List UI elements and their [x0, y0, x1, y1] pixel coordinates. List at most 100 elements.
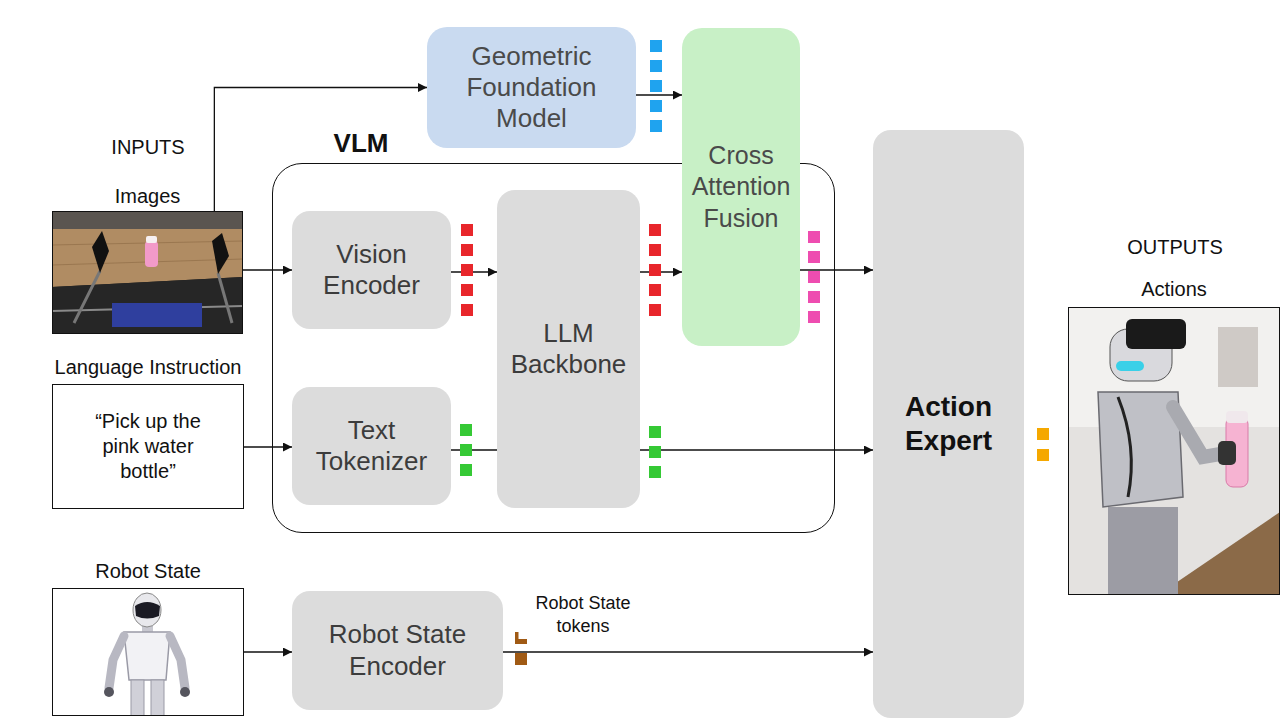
- robot-gripper: [212, 233, 229, 274]
- image-frame: Robot State: [52, 588, 244, 716]
- token-square: [460, 464, 472, 476]
- node-label: Vision Encoder: [302, 239, 441, 301]
- robot-arm: [109, 636, 124, 688]
- token-square: [650, 60, 662, 72]
- bottle-cap: [1226, 411, 1248, 423]
- token-square: [460, 424, 472, 436]
- flow-arrow: [244, 446, 292, 447]
- pink-bottle: [145, 241, 158, 267]
- robot-visor: [135, 602, 160, 619]
- token-square: [650, 120, 662, 132]
- flow-arrow: [640, 449, 873, 450]
- token-square: [649, 426, 661, 438]
- token-square: [808, 231, 820, 243]
- token-square: [515, 653, 527, 665]
- token-square: [649, 224, 661, 236]
- token-square: [460, 444, 472, 456]
- node-label: Action Expert: [883, 390, 1014, 457]
- robot-arm: [74, 271, 100, 323]
- scene-table: [52, 229, 243, 287]
- scene-background: [52, 211, 243, 334]
- token-square: [650, 40, 662, 52]
- robot-eye-light: [1116, 361, 1144, 371]
- robot-cable: [1118, 397, 1131, 497]
- token-square: [1037, 428, 1049, 440]
- robot-hand: [104, 687, 114, 697]
- robot-leg: [131, 680, 144, 716]
- token-square: [649, 304, 661, 316]
- token-square: [649, 244, 661, 256]
- token-square: [1037, 449, 1049, 461]
- robot-torso: [124, 632, 170, 680]
- robot-gripper: [92, 231, 109, 273]
- camera-image: [52, 211, 243, 334]
- node-label: “Pick up the pink water bottle”: [75, 409, 221, 484]
- token-square: [461, 224, 473, 236]
- token-square: [461, 284, 473, 296]
- model-box: Geometric Foundation Model: [427, 27, 636, 148]
- robot-base: [112, 303, 202, 327]
- token-square: [461, 244, 473, 256]
- edge-label: Robot State tokens: [519, 592, 648, 639]
- node-label: LLM Backbone: [507, 318, 630, 380]
- token-square: [808, 311, 820, 323]
- action-tokens: [1037, 428, 1049, 461]
- node-label: Text Tokenizer: [302, 415, 441, 477]
- tokenizer-box: Text Tokenizer: [292, 387, 451, 505]
- flow-arrow: [503, 651, 873, 652]
- section-label: INPUTS: [111, 136, 184, 159]
- robot-arm: [170, 636, 185, 688]
- token-square: [808, 271, 820, 283]
- robot-leg: [151, 680, 164, 716]
- robot-arm: [218, 273, 232, 323]
- flow-arrow: [243, 269, 292, 270]
- token-square: [650, 100, 662, 112]
- section-label: OUTPUTS: [1127, 236, 1223, 259]
- image-background: [1068, 307, 1280, 595]
- flow-arrow: [636, 94, 682, 95]
- robot-lower-body: [1108, 507, 1178, 595]
- flow-arrow: [214, 88, 427, 212]
- bottle-cap: [146, 236, 157, 243]
- flow-arrow: [244, 651, 292, 652]
- token-square: [650, 80, 662, 92]
- fusion-box: Cross Attention Fusion: [682, 28, 800, 346]
- action-image: [1068, 307, 1280, 595]
- robot-hand: [180, 687, 190, 697]
- robot-image: [52, 588, 244, 716]
- heading-label: VLM: [334, 128, 389, 159]
- image-frame: Images: [52, 211, 243, 334]
- node-label: Cross Attention Fusion: [688, 140, 794, 234]
- token-square: [649, 466, 661, 478]
- token-square: [461, 264, 473, 276]
- token-square: [649, 446, 661, 458]
- blurred-object: [1218, 327, 1258, 387]
- heading-label: Robot State: [95, 559, 201, 583]
- node-label: Robot State Encoder: [302, 619, 493, 681]
- scene-floor: [52, 277, 243, 334]
- scene-wall: [52, 211, 243, 229]
- image-background: [52, 588, 244, 716]
- heading-label: Actions: [1141, 277, 1207, 301]
- heading-label: Language Instruction: [55, 355, 242, 379]
- fused-tokens: [808, 231, 820, 323]
- flow-arrow: [451, 271, 497, 272]
- encoder-box: Robot State Encoder: [292, 591, 503, 710]
- heading-label: Images: [115, 184, 181, 208]
- geometry-tokens: [650, 40, 662, 132]
- node-label: Geometric Foundation Model: [439, 41, 624, 135]
- image-frame: Actions: [1068, 307, 1280, 595]
- flow-arrow: [451, 449, 497, 450]
- flow-arrow: [800, 269, 873, 270]
- encoder-box: Vision Encoder: [292, 211, 451, 329]
- token-square: [808, 291, 820, 303]
- token-square: [461, 304, 473, 316]
- robot-hand: [1218, 441, 1236, 465]
- backbone-box: LLM Backbone: [497, 190, 640, 508]
- token-square: [649, 284, 661, 296]
- instruction-box: Language Instruction“Pick up the pink wa…: [52, 384, 244, 509]
- robot-head: [133, 593, 161, 627]
- token-square: [649, 264, 661, 276]
- action-expert-box: Action Expert: [873, 130, 1024, 718]
